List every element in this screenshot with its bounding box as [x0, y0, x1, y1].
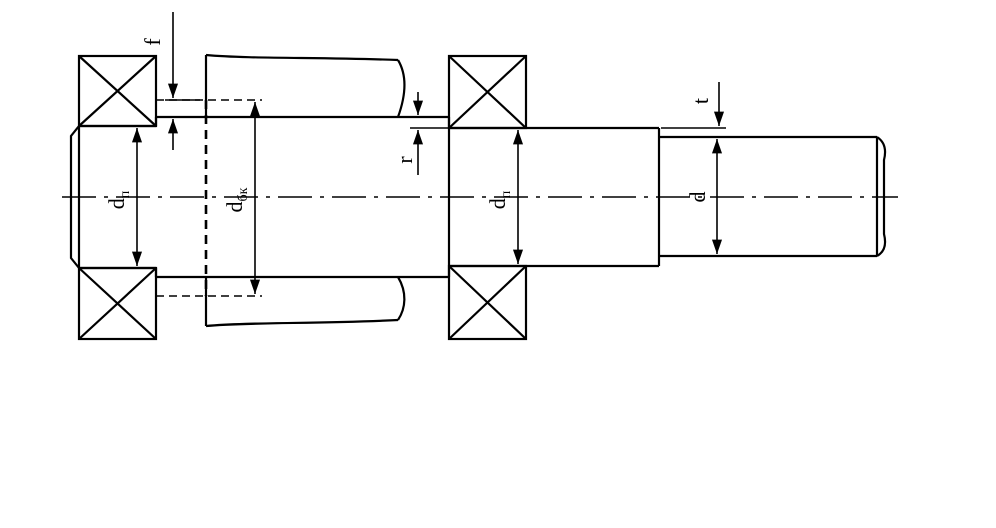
- label-dp-left: dп: [104, 190, 133, 209]
- label-dp-left-sub: п: [118, 190, 133, 198]
- label-dp-right: dп: [485, 190, 514, 209]
- label-dbk-main: d: [222, 201, 247, 212]
- right-bearing: [447, 54, 528, 341]
- label-dbk-sub: бк: [236, 187, 251, 201]
- hub: [156, 53, 406, 328]
- label-dbk: dбк: [222, 187, 251, 212]
- label-d: d: [685, 192, 710, 203]
- label-dp-left-main: d: [104, 198, 129, 209]
- label-r: r: [392, 156, 417, 164]
- label-dp-right-sub: п: [499, 190, 514, 198]
- label-dp-right-main: d: [485, 198, 510, 209]
- label-f: f: [140, 38, 165, 46]
- label-t: t: [688, 98, 713, 104]
